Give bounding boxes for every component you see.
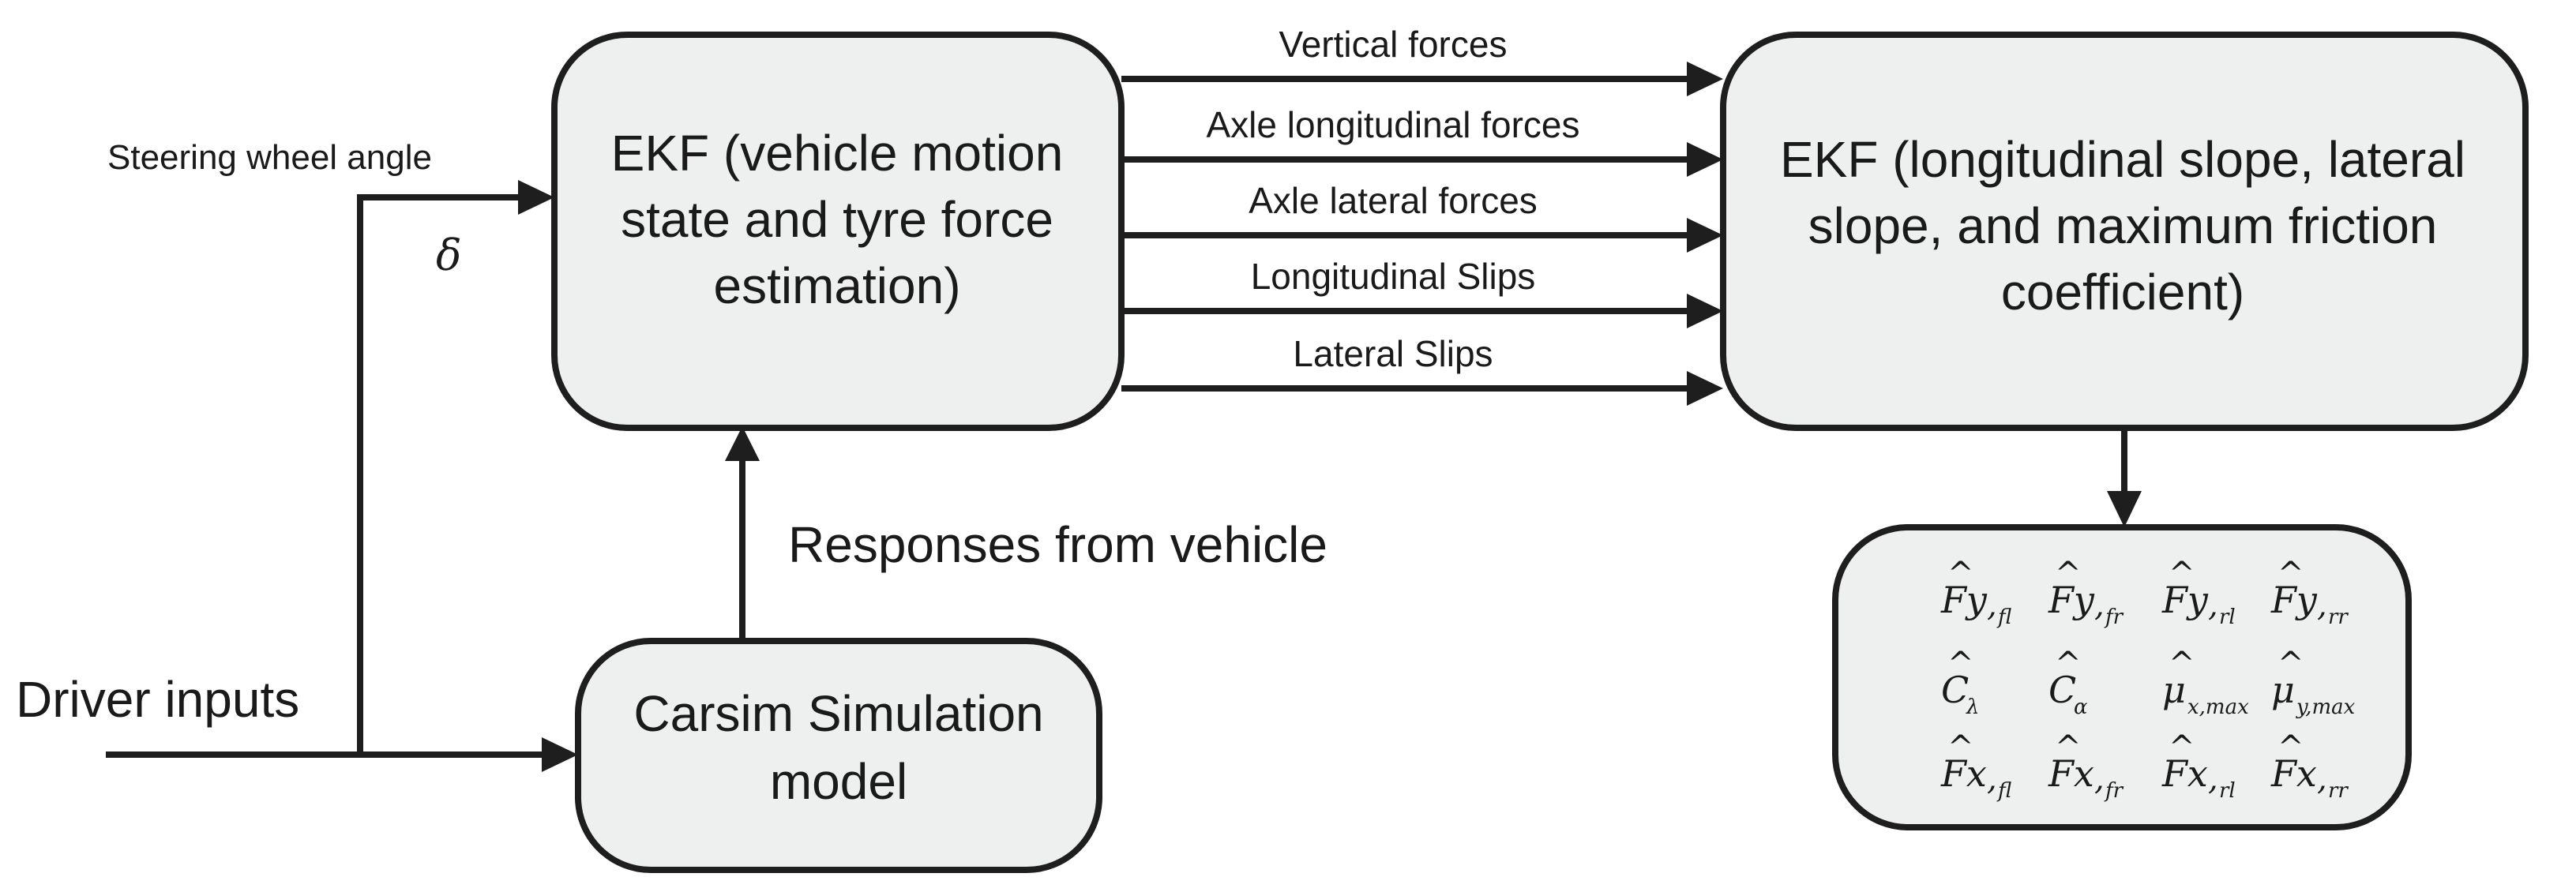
estimate-subscript: x,max: [2187, 695, 2249, 719]
estimate-row3-item-2: Fx^,rl: [2161, 729, 2236, 803]
estimate-hat: ^: [2169, 556, 2195, 592]
ekf-vehicle-title-line-1: EKF (vehicle motion: [611, 125, 1064, 182]
ekf-slope-title-line-1: EKF (longitudinal slope, lateral: [1780, 131, 2465, 188]
estimate-row2-item-0: C^ λ: [1941, 646, 1979, 719]
estimate-hat: ^: [2277, 646, 2304, 682]
estimate-symbol: Fy: [2270, 579, 2318, 621]
vertical-forces-arrowhead: [1687, 62, 1723, 96]
estimate-subscript: λ: [1966, 695, 1979, 719]
estimate-comma: ,: [2208, 761, 2218, 797]
estimate-hat: ^: [1947, 646, 1974, 682]
carsim-box: [575, 638, 1102, 873]
ekf-slope-title-line-2: slope, and maximum friction: [1808, 197, 2438, 254]
estimate-symbol: Fx: [2048, 752, 2094, 795]
estimate-row3-item-3: Fx^,rr: [2270, 729, 2349, 803]
estimate-comma: ,: [2317, 587, 2327, 624]
output-arrowhead: [2107, 491, 2142, 527]
estimate-symbol: Fx: [2161, 752, 2208, 795]
estimate-comma: ,: [2094, 761, 2105, 797]
estimate-subscript: α: [2074, 695, 2088, 719]
estimate-hat: ^: [2055, 556, 2082, 592]
estimate-hat: ^: [1947, 729, 1974, 766]
longitudinal-slips-arrowhead: [1687, 294, 1723, 328]
axle-lateral-forces-label: Axle lateral forces: [1249, 180, 1538, 221]
estimate-subscript: fl: [1996, 605, 2011, 629]
estimate-subscript: fr: [2104, 605, 2124, 629]
estimate-subscript: rl: [2219, 605, 2236, 629]
estimate-row2-item-1: C^ α: [2048, 646, 2088, 719]
axle-lateral-forces-arrowhead: [1687, 218, 1723, 253]
estimate-row3-item-0: Fx^,fl: [1940, 729, 2011, 803]
estimate-subscript: fr: [2104, 779, 2124, 803]
estimate-subscript: rl: [2219, 779, 2236, 803]
estimate-row2-item-3: μ^ y,max: [2271, 646, 2356, 719]
estimate-symbol: μ: [2162, 669, 2186, 711]
ekf-vehicle-title-line-2: state and tyre force: [621, 191, 1053, 248]
estimate-row1-item-3: Fy^,rr: [2270, 556, 2349, 629]
responses-from-vehicle-label: Responses from vehicle: [788, 516, 1327, 573]
estimate-row1-item-1: Fy^,fr: [2048, 556, 2124, 629]
estimate-row1-item-2: Fy^,rl: [2161, 556, 2236, 629]
lateral-slips-label: Lateral Slips: [1293, 333, 1493, 374]
estimate-symbol: Fy: [2161, 579, 2209, 621]
estimate-comma: ,: [2094, 587, 2105, 624]
estimate-hat: ^: [1947, 556, 1974, 592]
estimate-symbol: Fy: [2048, 579, 2095, 621]
ekf-slope-title-line-3: coefficient): [2001, 264, 2244, 320]
ekf-vehicle-box: [551, 32, 1125, 431]
axle-longitudinal-forces-arrowhead: [1687, 142, 1723, 177]
estimate-hat: ^: [2169, 729, 2195, 766]
carsim-title-line-2: model: [770, 753, 907, 810]
steering-arrowhead: [518, 180, 554, 215]
longitudinal-slips-label: Longitudinal Slips: [1251, 256, 1536, 297]
estimate-symbol: μ: [2271, 669, 2295, 711]
estimate-symbol: C: [2048, 669, 2076, 711]
delta-symbol: δ: [436, 230, 462, 280]
estimate-hat: ^: [2277, 556, 2304, 592]
estimate-hat: ^: [2055, 646, 2082, 682]
carsim-title-line-1: Carsim Simulation: [633, 685, 1043, 742]
estimate-comma: ,: [1987, 761, 1997, 797]
estimate-symbol: C: [1941, 669, 1969, 711]
estimate-comma: ,: [1987, 587, 1997, 624]
estimate-hat: ^: [2169, 646, 2195, 682]
lateral-slips-arrowhead: [1687, 371, 1723, 406]
steering-wheel-angle-label: Steering wheel angle: [107, 138, 432, 177]
estimate-subscript: rr: [2328, 605, 2349, 629]
estimate-subscript: fl: [1996, 779, 2011, 803]
estimate-row3-item-1: Fx^,fr: [2048, 729, 2124, 803]
estimate-subscript: rr: [2328, 779, 2349, 803]
ekf-vehicle-title-line-3: estimation): [714, 257, 961, 314]
responses-arrowhead: [725, 426, 760, 461]
estimates-output-box: [1832, 524, 2412, 830]
driver-inputs-arrowhead: [542, 737, 578, 772]
estimate-hat: ^: [2055, 729, 2082, 766]
estimate-symbol: Fx: [2270, 752, 2317, 795]
estimate-row2-item-2: μ^ x,max: [2162, 646, 2249, 719]
vertical-forces-label: Vertical forces: [1279, 24, 1508, 65]
estimate-symbol: Fx: [1940, 752, 1987, 795]
estimate-row1-item-0: Fy^,fl: [1940, 556, 2011, 629]
estimate-subscript: y,max: [2296, 695, 2356, 719]
estimate-symbol: Fy: [1940, 579, 1988, 621]
estimate-comma: ,: [2317, 761, 2327, 797]
estimate-hat: ^: [2277, 729, 2304, 766]
driver-inputs-label: Driver inputs: [16, 671, 299, 728]
estimate-comma: ,: [2208, 587, 2218, 624]
axle-longitudinal-forces-label: Axle longitudinal forces: [1206, 104, 1579, 145]
